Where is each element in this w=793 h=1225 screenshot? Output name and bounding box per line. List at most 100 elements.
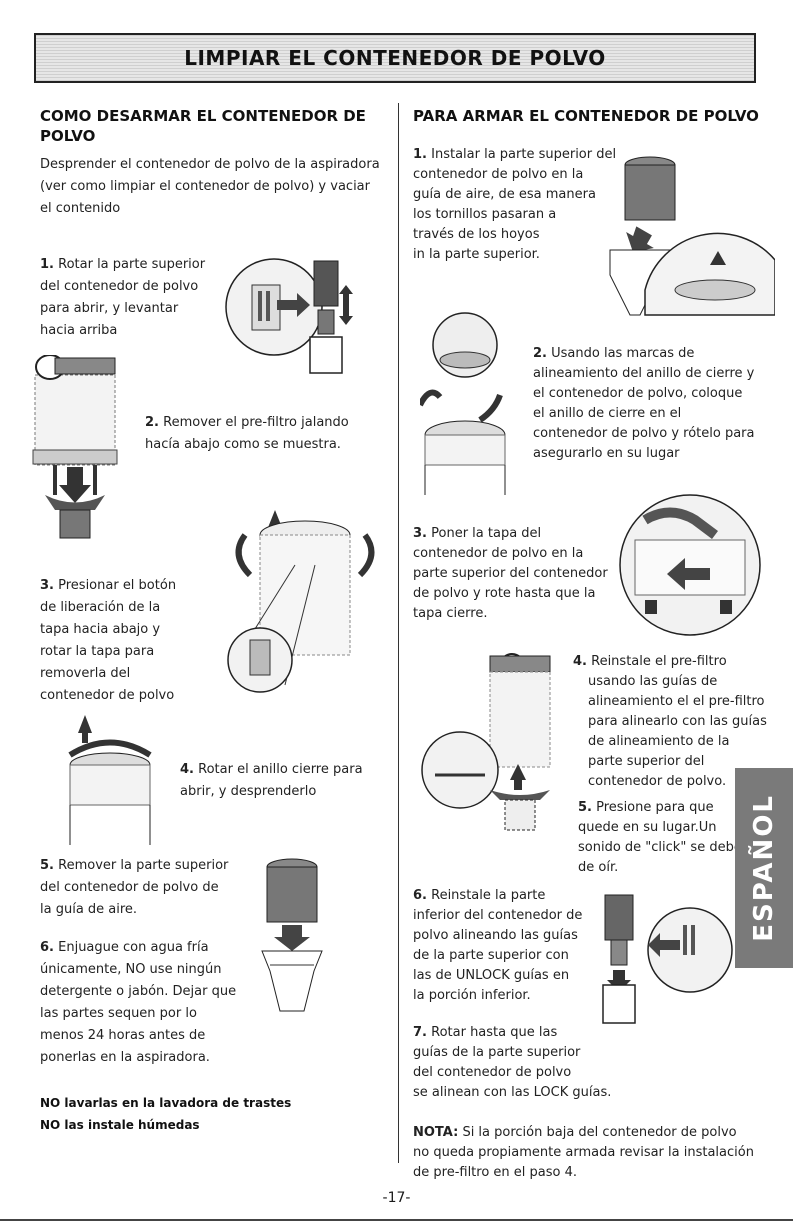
right-heading: PARA ARMAR EL CONTENEDOR DE POLVO xyxy=(413,107,759,125)
step-text: parte superior del contenedor xyxy=(413,566,608,581)
step-text: Presione para que xyxy=(596,800,714,815)
air-guide-illustration xyxy=(261,858,323,1012)
step-text: contenedor de polvo en la xyxy=(413,167,584,182)
step-number: 2. xyxy=(533,346,547,361)
step-text: Usando las marcas de xyxy=(551,346,695,361)
step-text: menos 24 horas antes de xyxy=(40,1028,206,1043)
step-text: contenedor de polvo. xyxy=(588,774,727,789)
lock-guides-illustration xyxy=(602,894,733,1024)
step-text: detergente o jabón. Dejar que xyxy=(40,984,237,999)
lock-ring-install-illustration xyxy=(420,312,506,495)
left-heading-line2: POLVO xyxy=(40,127,96,145)
step-text: la guía de aire. xyxy=(40,902,138,917)
step-text: Presionar el botón xyxy=(58,578,177,593)
step-number: 6. xyxy=(40,940,54,955)
step-number: 4. xyxy=(573,654,587,669)
step-number: 4. xyxy=(180,762,194,777)
step-text: hacía abajo como se muestra. xyxy=(145,437,341,452)
step-number: 5. xyxy=(578,800,592,815)
step-text: de alineamiento de la xyxy=(588,734,730,749)
step-text: del contenedor de polvo de xyxy=(40,880,219,895)
step-text: Enjuague con agua fría xyxy=(58,940,209,955)
step-text: Poner la tapa del xyxy=(431,526,542,541)
intro-line: Desprender el contenedor de polvo de la … xyxy=(40,157,380,172)
step-number: 5. xyxy=(40,858,54,873)
step-text: asegurarlo en su lugar xyxy=(533,446,680,461)
step-text: la porción inferior. xyxy=(413,988,531,1003)
step-text: guía de aire, de esa manera xyxy=(413,187,596,202)
step-text: únicamente, NO use ningún xyxy=(40,962,222,977)
step-text: contenedor de polvo xyxy=(40,688,175,703)
step-number: 6. xyxy=(413,888,427,903)
prefilter-install-illustration xyxy=(421,653,551,831)
step-number: 7. xyxy=(413,1025,427,1040)
page-number: -17- xyxy=(382,1190,411,1206)
step-number: 2. xyxy=(145,415,159,430)
lid-release-illustration xyxy=(227,510,375,693)
step-text: tapa cierre. xyxy=(413,606,488,621)
step-text: Instalar la parte superior del xyxy=(431,147,617,162)
step-text: guías de la parte superior xyxy=(413,1045,581,1060)
step-text: el contenedor de polvo, coloque xyxy=(533,386,743,401)
step-text: hacia arriba xyxy=(40,323,118,338)
note-label: NOTA: xyxy=(413,1125,459,1140)
step-text: removerla del xyxy=(40,666,131,681)
step-text: el anillo de cierre en el xyxy=(533,406,682,421)
step-text: de la parte superior con xyxy=(413,948,569,963)
bottom-rule xyxy=(0,1219,793,1221)
step-text: se alinean con las LOCK guías. xyxy=(413,1085,612,1100)
step-text: del contenedor de polvo xyxy=(413,1065,572,1080)
step-text: de liberación de la xyxy=(40,600,161,615)
step-text: Reinstale la parte xyxy=(431,888,546,903)
note-text: Si la porción baja del contenedor de pol… xyxy=(462,1125,737,1140)
rotate-top-illustration xyxy=(225,258,353,374)
intro-line: el contenido xyxy=(40,201,121,216)
step-text: Remover el pre-filtro jalando xyxy=(163,415,349,430)
step-text: Rotar hasta que las xyxy=(431,1025,558,1040)
step-text: de polvo y rote hasta que la xyxy=(413,586,596,601)
language-tab-label: ESPAÑOL xyxy=(749,794,779,942)
step-number: 1. xyxy=(413,147,427,162)
warning-dishwasher: NO lavarlas en la lavadora de trastes xyxy=(40,1096,292,1110)
step-text: abrir, y desprenderlo xyxy=(180,784,317,799)
step-text: para abrir, y levantar xyxy=(40,301,179,316)
step-text: sonido de "click" se debe xyxy=(578,840,742,855)
step-text: las de UNLOCK guías en xyxy=(413,968,570,983)
step-text: las partes sequen por lo xyxy=(40,1006,197,1021)
step-number: 3. xyxy=(40,578,54,593)
install-top-illustration xyxy=(609,156,775,316)
step-text: para alinearlo con las guías xyxy=(588,714,767,729)
page-title: LIMPIAR EL CONTENEDOR DE POLVO xyxy=(184,46,606,70)
step-text: los tornillos pasaran a xyxy=(413,207,557,222)
step-text: parte superior del xyxy=(588,754,705,769)
left-heading-line1: COMO DESARMAR EL CONTENEDOR DE xyxy=(40,107,366,125)
step-text: rotar la tapa para xyxy=(40,644,155,659)
step-text: de oír. xyxy=(578,860,619,875)
step-text: Rotar el anillo cierre para xyxy=(198,762,363,777)
title-banner: LIMPIAR EL CONTENEDOR DE POLVO xyxy=(34,33,756,83)
step-text: in la parte superior. xyxy=(413,247,540,262)
note-text: de pre-filtro en el paso 4. xyxy=(413,1165,578,1180)
step-text: usando las guías de xyxy=(588,674,718,689)
intro-line: (ver como limpiar el contenedor de polvo… xyxy=(40,179,370,194)
step-text: Reinstale el pre-filtro xyxy=(591,654,727,669)
step-text: través de los hoyos xyxy=(413,227,540,242)
step-text: contenedor de polvo y rótelo para xyxy=(533,426,755,441)
prefilter-removal-illustration xyxy=(32,355,118,539)
language-tab: ESPAÑOL xyxy=(735,768,793,968)
warning-wet: NO las instale húmedas xyxy=(40,1118,200,1132)
step-text: Remover la parte superior xyxy=(58,858,229,873)
step-text: del contenedor de polvo xyxy=(40,279,199,294)
column-divider xyxy=(398,103,399,1163)
step-text: alineamiento del anillo de cierre y xyxy=(533,366,755,381)
step-text: polvo alineando las guías xyxy=(413,928,578,943)
note-text: no queda propiamente armada revisar la i… xyxy=(413,1145,754,1160)
step-text: tapa hacia abajo y xyxy=(40,622,161,637)
step-text: inferior del contenedor de xyxy=(413,908,583,923)
step-text: ponerlas en la aspiradora. xyxy=(40,1050,210,1065)
step-number: 3. xyxy=(413,526,427,541)
lid-install-illustration xyxy=(619,494,761,636)
step-text: Rotar la parte superior xyxy=(58,257,206,272)
step-text: quede en su lugar.Un xyxy=(578,820,717,835)
step-text: alineamiento el el pre-filtro xyxy=(588,694,765,709)
